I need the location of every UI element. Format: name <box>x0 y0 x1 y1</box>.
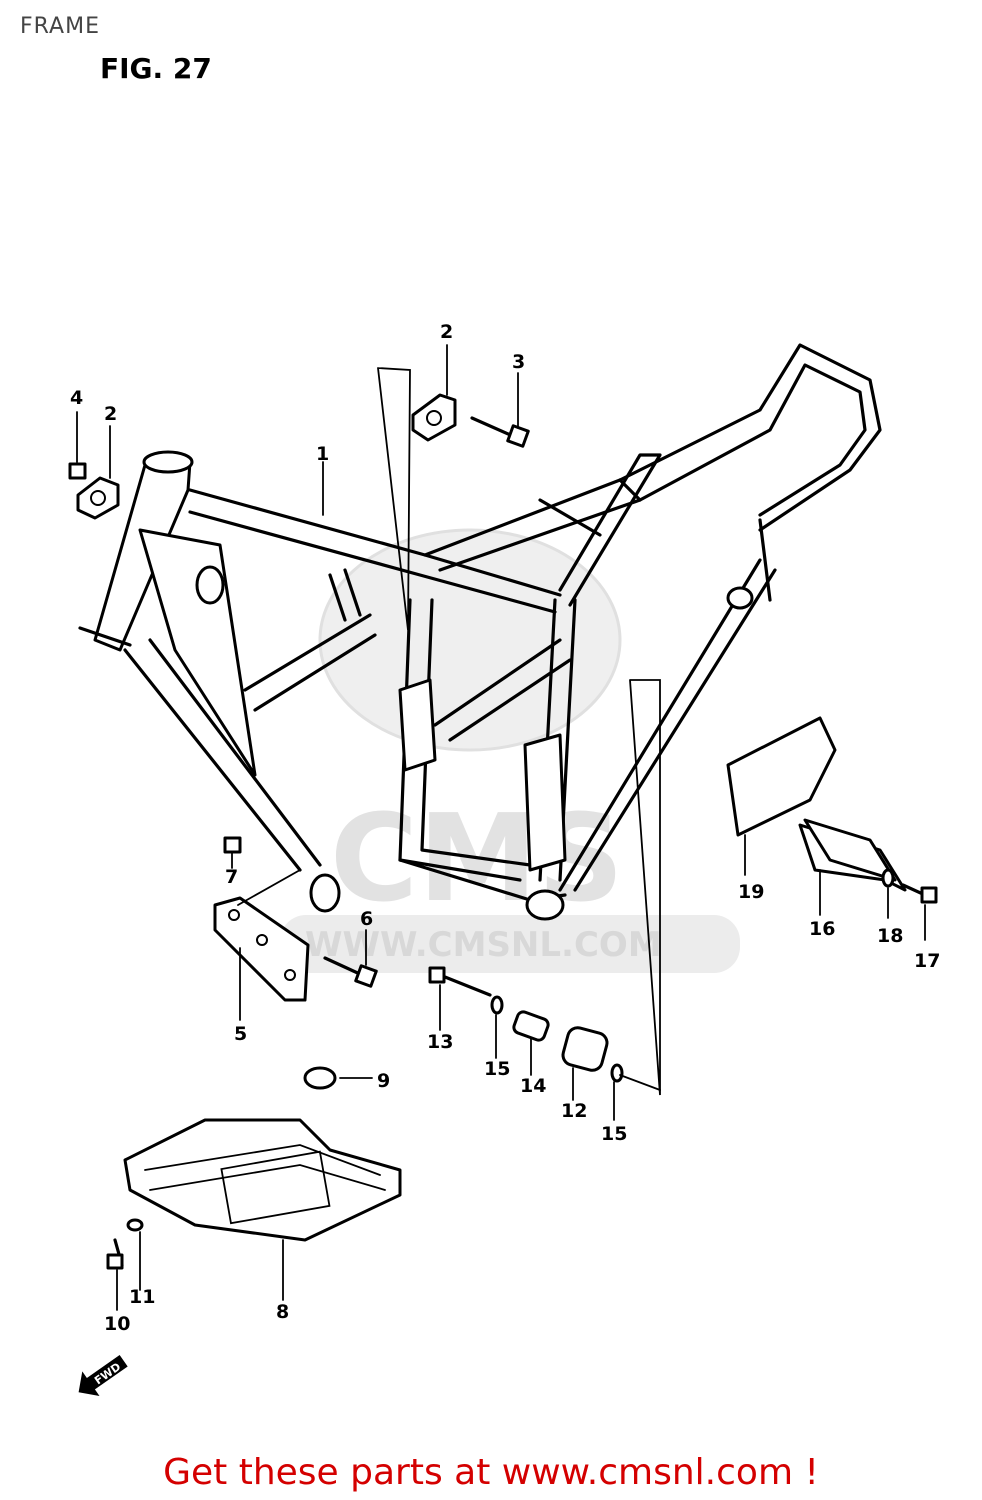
pivot-boss <box>525 889 565 921</box>
callout-4: 4 <box>70 387 83 409</box>
washer-11 <box>126 1218 144 1232</box>
engine-mount-plates <box>68 393 530 520</box>
callout-18: 18 <box>877 925 903 947</box>
callout-7: 7 <box>225 866 238 888</box>
swingarm-plate-right <box>523 733 567 872</box>
figure-label: FIG. 27 <box>100 52 212 85</box>
watermark-url-band <box>280 915 740 973</box>
callout-1: 1 <box>316 443 329 465</box>
washer-15-right <box>610 1063 624 1083</box>
callout-9: 9 <box>377 1070 390 1092</box>
callout-16: 16 <box>809 918 835 940</box>
guard-group <box>726 716 938 904</box>
skid-plate-group <box>106 1066 402 1270</box>
watermark-mascot-shape <box>318 528 622 752</box>
watermark-logo: CMS <box>330 790 624 929</box>
bolt-6-shaft <box>323 956 364 977</box>
callout-15-left: 15 <box>484 1058 510 1080</box>
callout-5: 5 <box>234 1023 247 1045</box>
bushing-14 <box>512 1010 550 1042</box>
callout-13: 13 <box>427 1031 453 1053</box>
guard-19 <box>726 716 837 837</box>
bolt-17-head <box>920 886 938 904</box>
callout-10: 10 <box>104 1313 130 1335</box>
bolt-13-head <box>428 966 446 984</box>
callout-8: 8 <box>276 1301 289 1323</box>
frame-main <box>78 343 882 921</box>
front-gusset <box>138 528 257 777</box>
swingarm-plate-left <box>398 678 437 772</box>
callout-numbers: 1 2 2 3 4 5 6 7 8 9 10 11 12 13 14 15 15… <box>70 321 940 1335</box>
nut-4 <box>68 462 87 480</box>
rubber-9 <box>303 1066 337 1090</box>
leader-lines <box>76 344 926 1311</box>
callout-2-left: 2 <box>104 403 117 425</box>
fwd-arrow-icon: FWD <box>78 1355 128 1396</box>
down-tube-end <box>309 873 341 913</box>
bolt-10-head <box>106 1253 124 1270</box>
callout-2-upper: 2 <box>440 321 453 343</box>
watermark: CMS WWW.CMSNL.COM <box>280 528 740 973</box>
callout-3: 3 <box>512 351 525 373</box>
callout-15-right: 15 <box>601 1123 627 1145</box>
skid-plate-8 <box>123 1118 402 1242</box>
bolt-3-shaft <box>470 416 517 439</box>
steering-head-top <box>142 450 194 474</box>
callout-12: 12 <box>561 1100 587 1122</box>
bracket-group <box>213 836 378 1002</box>
bolt-13-shaft <box>438 973 492 997</box>
rear-mount-boss <box>726 586 754 610</box>
page-title: FRAME <box>20 14 100 39</box>
footer-promo-link[interactable]: Get these parts at www.cmsnl.com ! <box>163 1452 819 1493</box>
bolt-3-head <box>506 424 530 448</box>
callout-19: 19 <box>738 881 764 903</box>
pivot-parts <box>428 966 624 1083</box>
callout-14: 14 <box>520 1075 546 1097</box>
gusset-hole <box>195 565 225 605</box>
bolt-6-head <box>354 964 378 988</box>
washer-15-left <box>490 995 504 1015</box>
watermark-url: WWW.CMSNL.COM <box>305 925 662 965</box>
callout-6: 6 <box>360 908 373 930</box>
nut-7 <box>223 836 242 854</box>
washer-18 <box>881 868 895 888</box>
callout-11: 11 <box>129 1286 155 1308</box>
bushing-12 <box>561 1026 609 1072</box>
callout-17: 17 <box>914 950 940 972</box>
